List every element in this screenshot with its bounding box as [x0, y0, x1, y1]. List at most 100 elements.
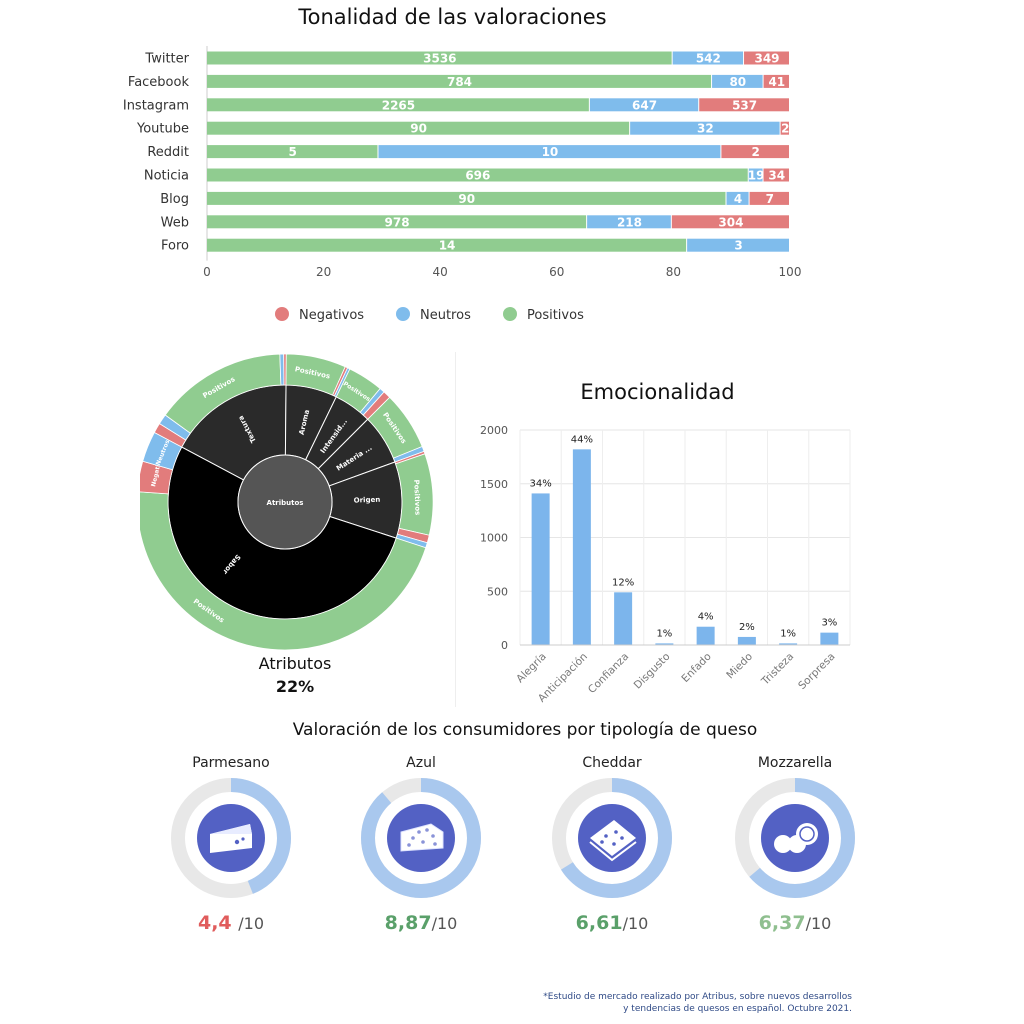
- footnote-line-1: *Estudio de mercado realizado por Atribu…: [543, 992, 852, 1002]
- bar-data-label: 542: [696, 52, 721, 66]
- score-value: 6,37: [758, 912, 806, 934]
- bar-segment-neutros[interactable]: [748, 168, 763, 182]
- legend-item-neutros[interactable]: Neutros: [396, 307, 471, 323]
- category-label: Foro: [161, 239, 189, 254]
- bar-data-label: 10: [542, 145, 559, 159]
- bar-data-label: 304: [718, 215, 743, 229]
- bar-segment-negativos[interactable]: [721, 145, 789, 159]
- legend-item-positivos[interactable]: Positivos: [503, 307, 584, 323]
- bar-data-label: 2265: [382, 98, 415, 112]
- bar-segment-neutros[interactable]: [672, 51, 744, 65]
- bar-segment-neutros[interactable]: [712, 74, 763, 88]
- legend-marker: [275, 307, 289, 321]
- sunburst-sentiment-positivos[interactable]: [140, 491, 427, 650]
- emotion-category-label: Enfado: [679, 651, 713, 685]
- bar-data-label: 3536: [423, 52, 456, 66]
- cheddar-slices-icon: [589, 820, 637, 862]
- bar-segment-neutros[interactable]: [378, 145, 721, 159]
- bar-data-label: 978: [385, 215, 410, 229]
- bar-segment-neutros[interactable]: [630, 121, 780, 135]
- bar-segment-positivos[interactable]: [207, 238, 687, 252]
- cheese-rating-ring: [735, 778, 855, 898]
- cheese-name: Cheddar: [582, 755, 642, 771]
- bar-data-label: 647: [632, 98, 657, 112]
- emotion-bar[interactable]: [572, 449, 591, 645]
- cheese-rating-ring: [171, 778, 291, 898]
- bar-data-label: 2: [781, 122, 789, 136]
- bar-segment-negativos[interactable]: [699, 98, 789, 112]
- category-label: Noticia: [144, 169, 189, 184]
- sunburst-sentiment-neutros[interactable]: [142, 431, 183, 471]
- legend-label: Positivos: [527, 308, 584, 323]
- score-denominator: /10: [622, 914, 649, 933]
- bar-segment-negativos[interactable]: [763, 74, 789, 88]
- atributos-caption: Atributos: [258, 654, 332, 673]
- y-tick-label: 2000: [480, 424, 508, 437]
- emotion-bar[interactable]: [696, 626, 715, 645]
- bar-segment-negativos[interactable]: [671, 215, 789, 229]
- bar-segment-positivos[interactable]: [207, 51, 672, 65]
- bar-data-label: 19: [748, 169, 765, 183]
- bar-segment-negativos[interactable]: [749, 191, 789, 205]
- legend-marker: [503, 307, 517, 321]
- bar-segment-neutros[interactable]: [726, 191, 749, 205]
- y-tick-label: 500: [487, 585, 508, 598]
- tonalidad-title: Tonalidad de las valoraciones: [298, 5, 607, 29]
- bar-segment-positivos[interactable]: [207, 121, 630, 135]
- emotion-bar[interactable]: [531, 493, 550, 645]
- bar-segment-positivos[interactable]: [207, 145, 378, 159]
- category-label: Blog: [160, 192, 189, 207]
- emotion-category-label: Sorpresa: [796, 651, 837, 692]
- legend-item-negativos[interactable]: Negativos: [275, 307, 364, 323]
- emotion-category-label: Tristeza: [759, 651, 797, 689]
- bar-segment-positivos[interactable]: [207, 215, 587, 229]
- cheese-score: 6,61/10: [542, 912, 682, 934]
- bar-segment-neutros[interactable]: [589, 98, 699, 112]
- x-tick-label: 80: [666, 265, 681, 279]
- bar-segment-positivos[interactable]: [207, 191, 726, 205]
- cheese-rating-ring: [361, 778, 481, 898]
- tonalidad-legend[interactable]: Negativos Neutros Positivos: [260, 300, 620, 328]
- score-denominator: /10: [238, 914, 265, 933]
- cheese-score: 4,4 /10: [161, 912, 301, 934]
- emotion-category-label: Miedo: [724, 651, 755, 682]
- cheese-name: Azul: [406, 755, 436, 771]
- x-tick-label: 60: [549, 265, 564, 279]
- category-label: Reddit: [147, 145, 189, 160]
- cheese-score: 8,87/10: [351, 912, 491, 934]
- bar-segment-positivos[interactable]: [207, 98, 589, 112]
- bar-data-label: 4: [734, 192, 742, 206]
- sunburst-center-label: Atributos: [267, 499, 304, 507]
- atributos-caption-value: 22%: [275, 677, 315, 696]
- emotion-bar[interactable]: [737, 636, 756, 645]
- x-tick-label: 0: [203, 265, 211, 279]
- bar-data-label: 90: [458, 192, 475, 206]
- emotion-bar[interactable]: [655, 643, 674, 645]
- ring-progress: [171, 778, 291, 898]
- bar-data-label: 7: [766, 192, 774, 206]
- emotion-bar[interactable]: [614, 592, 633, 645]
- bar-data-label: 34: [768, 169, 785, 183]
- x-tick-label: 20: [316, 265, 331, 279]
- bar-segment-negativos[interactable]: [744, 51, 789, 65]
- bar-data-label: 537: [732, 98, 757, 112]
- cheese-section-title: Valoración de los consumidores por tipol…: [292, 720, 758, 740]
- bar-segment-negativos[interactable]: [780, 121, 789, 135]
- score-denominator: /10: [805, 914, 832, 933]
- bar-segment-neutros[interactable]: [687, 238, 789, 252]
- y-tick-label: 1000: [480, 532, 508, 545]
- bar-segment-positivos[interactable]: [207, 168, 748, 182]
- cheese-score: 6,37/10: [725, 912, 865, 934]
- bar-segment-positivos[interactable]: [207, 74, 712, 88]
- bar-segment-negativos[interactable]: [763, 168, 789, 182]
- emotion-bar[interactable]: [820, 632, 839, 645]
- bar-data-label: 3: [734, 239, 742, 253]
- emotion-bar[interactable]: [779, 643, 798, 645]
- bar-data-label: 41: [768, 75, 785, 89]
- bar-segment-neutros[interactable]: [587, 215, 671, 229]
- score-value: 4,4: [197, 912, 239, 934]
- bar-data-label: 32: [697, 122, 714, 136]
- blue-cheese-icon: [400, 823, 444, 852]
- sunburst-center[interactable]: [237, 454, 333, 550]
